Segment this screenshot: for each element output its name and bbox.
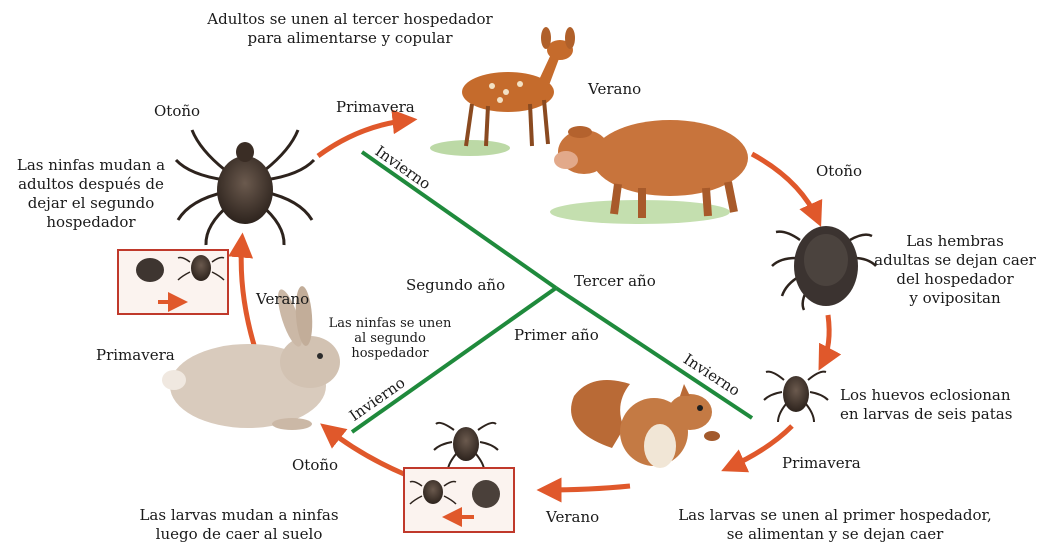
arrow-female-to-eggs (822, 315, 829, 364)
season-spring-top: Primavera (336, 98, 415, 117)
stage-eggs-hatch: Los huevos eclosionan en larvas de seis … (840, 386, 1012, 424)
larva-tick-icon (764, 372, 828, 422)
third-host-caption: Adultos se unen al tercer hospedador par… (150, 10, 550, 48)
season-autumn-bottom-left: Otoño (292, 456, 338, 475)
label-second-year: Segundo año (406, 276, 505, 295)
season-summer-bottom: Verano (546, 508, 599, 527)
winter-line-top (362, 152, 556, 288)
stage-nymphs-molt: Las ninfas mudan a adultos después de de… (0, 156, 186, 232)
adult-tick-icon (176, 130, 314, 245)
arrow-spring-to-deer (318, 120, 410, 156)
stage-larvae-first-host: Las larvas se unen al primer hospedador,… (634, 506, 1036, 544)
squirrel-icon (571, 380, 720, 468)
stage-nymphs-second-host: Las ninfas se unen al segundo hospedador (300, 316, 480, 361)
stage-larvae-molt: Las larvas mudan a ninfas luego de caer … (104, 506, 374, 544)
engorged-female-tick-icon (772, 226, 876, 310)
molt-box-bottom (404, 468, 514, 532)
stage-females-drop: Las hembras adultas se dejan caer del ho… (870, 232, 1040, 308)
label-third-year: Tercer año (574, 272, 656, 291)
arrow-rabbit-to-nymph (241, 240, 254, 345)
arrow-squirrel-to-box (544, 486, 630, 490)
season-summer-left: Verano (256, 290, 309, 309)
nymph-tick-icon (434, 423, 498, 470)
season-autumn-top-left: Otoño (154, 102, 200, 121)
label-first-year: Primer año (514, 326, 599, 345)
season-spring-bottom-right: Primavera (782, 454, 861, 473)
calf-icon (550, 120, 748, 224)
season-autumn-right: Otoño (816, 162, 862, 181)
arrow-calf-to-female (752, 154, 818, 220)
molt-box-left (118, 250, 228, 314)
season-summer-top-right: Verano (588, 80, 641, 99)
season-spring-left: Primavera (96, 346, 175, 365)
